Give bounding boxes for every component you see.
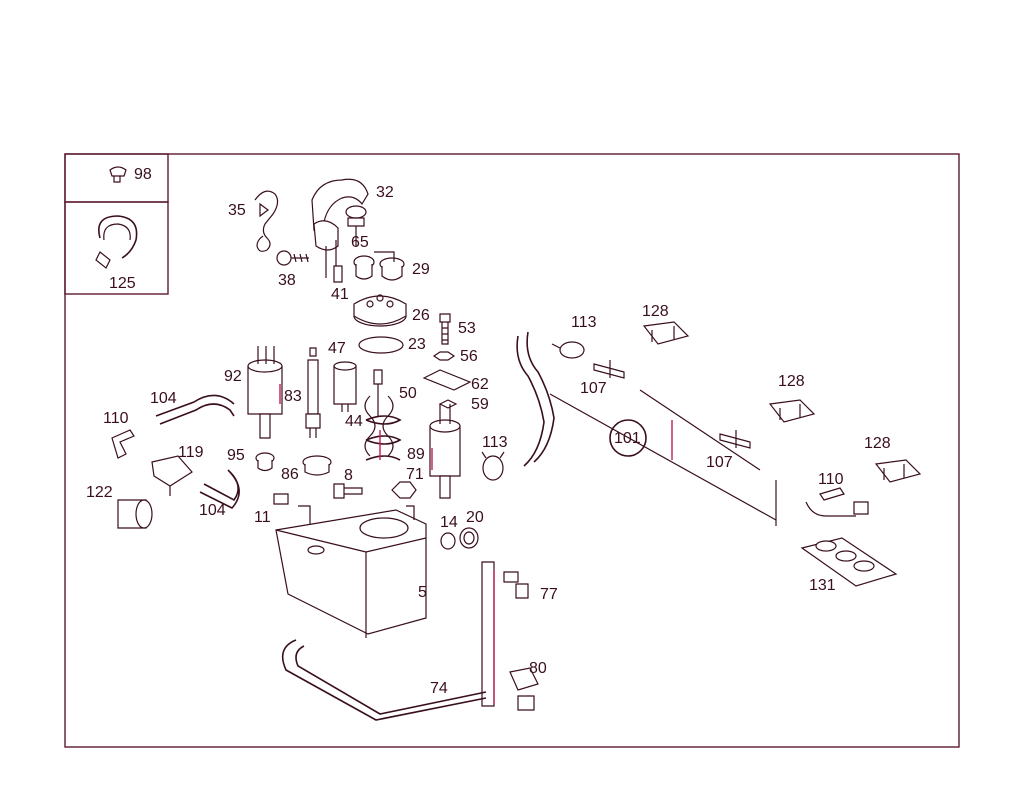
part-107-connector-lower[interactable] — [719, 430, 751, 449]
label-92: 92 — [224, 368, 242, 385]
part-74-tube[interactable] — [281, 561, 495, 721]
label-74: 74 — [430, 680, 448, 697]
label-23: 23 — [408, 336, 426, 353]
part-23-o-ring[interactable] — [358, 336, 404, 354]
part-89-pump[interactable] — [429, 404, 461, 499]
part-110-connector-right[interactable] — [805, 487, 869, 517]
part-98-clip[interactable] — [109, 166, 127, 183]
label-62: 62 — [471, 376, 489, 393]
label-113-right: 113 — [571, 314, 597, 331]
inset-box-125 — [64, 201, 169, 295]
label-128-b: 128 — [778, 373, 805, 390]
part-122-sleeve[interactable] — [117, 499, 153, 529]
part-59-washer[interactable] — [438, 399, 458, 409]
label-32: 32 — [376, 184, 394, 201]
label-47: 47 — [328, 340, 346, 357]
label-104-upper: 104 — [150, 390, 177, 407]
label-119: 119 — [178, 444, 204, 461]
label-80: 80 — [529, 660, 547, 677]
label-5: 5 — [418, 584, 427, 601]
part-56-nut[interactable] — [432, 351, 456, 361]
label-8: 8 — [344, 467, 353, 484]
part-65-grommet[interactable] — [353, 255, 375, 280]
part-101-hose-line[interactable] — [516, 331, 777, 526]
label-77: 77 — [540, 586, 558, 603]
label-98: 98 — [134, 166, 152, 183]
label-65: 65 — [351, 234, 369, 251]
part-113-clamp-left[interactable] — [481, 451, 505, 481]
label-56: 56 — [460, 348, 478, 365]
part-35-bracket[interactable] — [254, 190, 279, 252]
part-125-clamp[interactable] — [95, 215, 138, 269]
part-62-plate[interactable] — [422, 369, 472, 391]
part-14-seal[interactable] — [440, 532, 456, 550]
label-41: 41 — [331, 286, 349, 303]
part-53-bolt[interactable] — [439, 313, 451, 345]
label-29: 29 — [412, 261, 430, 278]
label-44: 44 — [345, 413, 363, 430]
part-83-sensor[interactable] — [305, 347, 321, 438]
label-110-right: 110 — [818, 471, 844, 488]
label-35: 35 — [228, 202, 246, 219]
part-107-connector-upper[interactable] — [593, 360, 625, 379]
part-104-hose-lower[interactable] — [199, 469, 240, 509]
label-104-lower: 104 — [199, 502, 226, 519]
label-11: 11 — [254, 509, 271, 526]
label-95: 95 — [227, 447, 245, 464]
label-113-left: 113 — [482, 434, 508, 451]
label-107-lower: 107 — [706, 454, 733, 471]
part-5-reservoir[interactable] — [275, 505, 427, 638]
part-86-grommet[interactable] — [302, 455, 332, 476]
label-20: 20 — [466, 509, 484, 526]
part-11-plug[interactable] — [273, 493, 289, 505]
label-50: 50 — [399, 385, 417, 402]
part-95-grommet[interactable] — [255, 452, 275, 472]
part-80-clip[interactable] — [509, 667, 539, 711]
label-122: 122 — [86, 484, 113, 501]
label-14: 14 — [440, 514, 458, 531]
part-128-clip-b[interactable] — [768, 399, 816, 423]
part-92-pump-motor[interactable] — [247, 346, 283, 439]
label-110-left: 110 — [103, 410, 129, 427]
part-110-elbow-left[interactable] — [111, 429, 135, 459]
part-77-clip[interactable] — [503, 571, 529, 599]
label-59: 59 — [471, 396, 489, 413]
part-47-pump[interactable] — [333, 361, 357, 412]
label-53: 53 — [458, 320, 476, 337]
label-89: 89 — [407, 446, 425, 463]
label-86: 86 — [281, 466, 299, 483]
leader-65-29 — [374, 251, 395, 262]
part-8-bolt[interactable] — [333, 483, 363, 499]
part-113-clamp-right[interactable] — [551, 341, 585, 359]
diagram-frame — [64, 153, 960, 748]
label-101: 101 — [614, 430, 641, 447]
part-20-cap[interactable] — [459, 527, 479, 549]
part-119-valve[interactable] — [151, 455, 193, 496]
part-44-wire-harness[interactable] — [364, 369, 402, 461]
label-38: 38 — [278, 272, 296, 289]
part-29-grommet[interactable] — [379, 257, 405, 281]
part-71-nut[interactable] — [391, 481, 417, 499]
part-104-hose-upper[interactable] — [155, 394, 235, 425]
part-26-pump-cover[interactable] — [353, 294, 407, 327]
label-26: 26 — [412, 307, 430, 324]
part-131-block[interactable] — [800, 537, 898, 587]
callout-101-circle — [609, 419, 647, 457]
part-128-clip-a[interactable] — [642, 321, 690, 345]
part-41-seal[interactable] — [325, 240, 343, 283]
label-107-upper: 107 — [580, 380, 607, 397]
label-125: 125 — [109, 275, 136, 292]
part-128-clip-c[interactable] — [874, 459, 922, 483]
label-131: 131 — [809, 577, 836, 594]
label-128-c: 128 — [864, 435, 891, 452]
label-83: 83 — [284, 388, 302, 405]
part-32-filler-neck[interactable] — [311, 178, 369, 251]
inset-box-98 — [64, 153, 169, 203]
label-71: 71 — [406, 466, 424, 483]
label-128-a: 128 — [642, 303, 669, 320]
part-38-screw[interactable] — [276, 250, 309, 266]
